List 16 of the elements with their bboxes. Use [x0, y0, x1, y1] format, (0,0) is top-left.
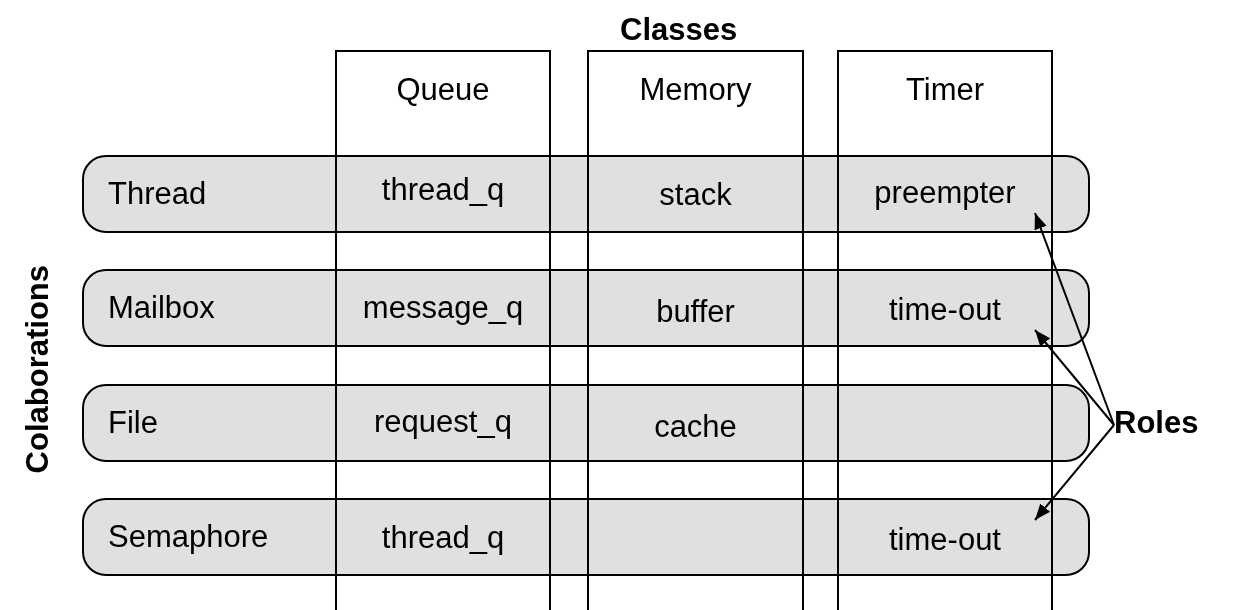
role-text: time-out	[845, 290, 1045, 330]
leader-arrow	[1034, 212, 1115, 426]
role-text: thread_q	[345, 518, 541, 558]
axis-title: Classes	[620, 12, 738, 48]
leader-arrow	[1034, 424, 1115, 521]
role-text: time-out	[845, 520, 1045, 560]
callout-text: Roles	[1114, 405, 1224, 445]
role-text: thread_q	[345, 170, 541, 210]
role-text: message_q	[340, 288, 546, 328]
axis-title: Colaborations	[20, 265, 56, 474]
leader-arrow	[1034, 329, 1115, 426]
role-text: request_q	[345, 402, 541, 442]
role-text: preempter	[845, 173, 1045, 213]
role-text: buffer	[597, 292, 794, 332]
role-text: stack	[597, 175, 794, 215]
role-text: cache	[597, 407, 794, 447]
